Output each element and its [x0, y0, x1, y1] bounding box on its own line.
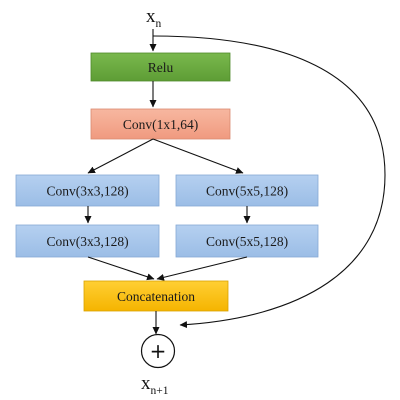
- conv3x3-label-1: Conv(3x3,128): [46, 184, 128, 199]
- output-label: xn+1: [141, 373, 169, 397]
- conv1x1-node: Conv(1x1,64): [90, 108, 231, 140]
- arrow-conv1x1-to-conv3x3: [87, 138, 154, 174]
- plus-icon: +: [150, 339, 167, 363]
- add-circle: [140, 333, 176, 369]
- input-label: xn: [146, 6, 162, 30]
- conv5x5-box-2: [175, 224, 319, 258]
- add-node: +: [140, 333, 176, 369]
- arrow-conv5x5-to-concat: [156, 256, 248, 281]
- relu-label: Relu: [148, 60, 174, 75]
- concatenation-node: Concatenation: [83, 280, 229, 312]
- arrow-conv1x1-to-conv5x5: [152, 138, 244, 174]
- conv3x3-box-1: [15, 174, 160, 207]
- concatenation-label: Concatenation: [117, 289, 195, 304]
- conv1x1-label: Conv(1x1,64): [123, 117, 198, 132]
- conv3x3-node-1: Conv(3x3,128): [15, 174, 160, 207]
- arrow-conv3x3-to-concat: [87, 256, 155, 281]
- concatenation-box: [83, 280, 229, 312]
- conv5x5-label-2: Conv(5x5,128): [206, 234, 288, 249]
- conv3x3-node-2: Conv(3x3,128): [15, 224, 160, 258]
- conv5x5-label-1: Conv(5x5,128): [206, 184, 288, 199]
- conv1x1-box: [90, 108, 231, 140]
- skip-connection-arrow: [152, 35, 386, 329]
- relu-node: Relu: [90, 52, 231, 82]
- conv5x5-node-1: Conv(5x5,128): [175, 174, 319, 207]
- conv3x3-box-2: [15, 224, 160, 258]
- conv5x5-node-2: Conv(5x5,128): [175, 224, 319, 258]
- relu-box: [90, 52, 231, 82]
- conv3x3-label-2: Conv(3x3,128): [46, 234, 128, 249]
